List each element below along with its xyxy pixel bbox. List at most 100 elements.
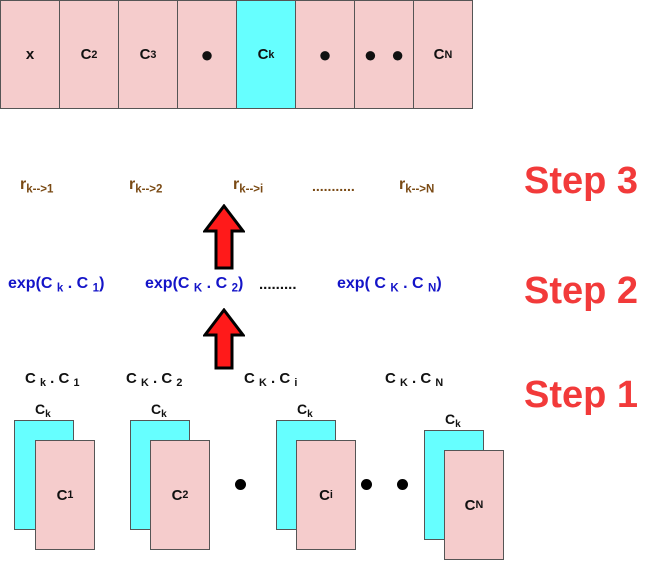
product-sub-b: i	[294, 377, 298, 390]
product-sub-b: 2	[176, 377, 183, 390]
card-back-label: Ck	[297, 401, 313, 420]
product-sub-a: k	[40, 377, 47, 390]
card-front-main: C	[171, 486, 183, 504]
product-sub-b: N	[435, 377, 444, 390]
product-mid: . C	[266, 370, 295, 387]
exp-prefix: exp( C	[337, 275, 391, 292]
card-front-main: C	[464, 496, 476, 514]
cell-subscript: k	[268, 48, 275, 61]
dot-icon: ●	[363, 41, 377, 67]
cell-cn: C N	[413, 0, 473, 109]
cell-label: C	[433, 46, 445, 63]
product-mid: . C	[407, 370, 436, 387]
cell-label: C	[139, 46, 151, 63]
card-front-sub: i	[329, 489, 333, 501]
exp-sub-a: K	[193, 282, 203, 295]
product-sub-a: K	[259, 377, 267, 390]
product-sub-b: 1	[73, 377, 80, 390]
r-symbol: r	[129, 176, 136, 193]
cell-dot: ●	[177, 0, 237, 109]
step3-label: Step 3	[524, 160, 639, 202]
card-back-main: C	[445, 411, 456, 427]
exp-k1: exp(C k . C 1)	[8, 275, 104, 294]
card-front-main: C	[319, 486, 330, 504]
product-kn: C K . C N	[385, 370, 443, 389]
up-arrow-icon	[203, 204, 245, 270]
r-symbol: r	[399, 176, 406, 193]
r-k2: rk-->2	[129, 176, 162, 195]
card-back-label: Ck	[35, 401, 51, 420]
product-k2: C K . C 2	[126, 370, 182, 389]
product-sub-a: K	[400, 377, 408, 390]
product-mid: . C	[148, 370, 177, 387]
exp-prefix: exp(C	[145, 275, 194, 292]
exp-kn: exp( C K . C N)	[337, 275, 442, 294]
card-back-sub: k	[307, 409, 313, 421]
exp-sub-b: 2	[231, 282, 238, 295]
exp-sub-a: K	[390, 282, 399, 295]
cell-label: C	[257, 46, 269, 63]
cell-dot: ●	[295, 0, 355, 109]
exp-sub-b: N	[428, 282, 437, 295]
dot-icon	[235, 479, 246, 490]
exp-k2: exp(C K . C 2)	[145, 275, 243, 294]
product-prefix: C	[385, 370, 400, 387]
cell-x: x	[0, 0, 60, 109]
card-front-ci: C i	[296, 440, 356, 550]
exp-suffix: )	[99, 275, 105, 292]
cell-subscript: 2	[91, 48, 98, 61]
r-subscript: k-->2	[135, 183, 163, 196]
exp-mid: . C	[63, 275, 93, 292]
dot-icon	[397, 479, 408, 490]
product-prefix: C	[126, 370, 141, 387]
r-ki: rk-->i	[233, 176, 263, 195]
cell-label: C	[80, 46, 92, 63]
cell-subscript: 3	[150, 48, 157, 61]
product-k1: C k . C 1	[25, 370, 80, 389]
exp-sub-a: k	[56, 282, 64, 295]
card-front-sub: 1	[67, 489, 74, 501]
card-back-main: C	[151, 401, 162, 417]
step2-label: Step 2	[524, 270, 639, 312]
dot-icon: ●	[200, 41, 214, 67]
card-front-sub: 2	[182, 489, 189, 501]
r-k1: rk-->1	[20, 176, 53, 195]
r-subscript: k-->i	[239, 183, 264, 196]
card-back-main: C	[35, 401, 46, 417]
product-prefix: C	[25, 370, 40, 387]
card-back-main: C	[297, 401, 308, 417]
r-kn: rk-->N	[399, 176, 434, 195]
card-front-sub: N	[475, 499, 484, 511]
card-back-label: Ck	[445, 411, 461, 430]
product-prefix: C	[244, 370, 259, 387]
cell-subscript: N	[444, 48, 453, 61]
product-sub-a: K	[141, 377, 149, 390]
card-back-sub: k	[161, 409, 167, 421]
r-subscript: k-->N	[405, 183, 435, 196]
dot-icon: ●	[391, 41, 405, 67]
exp-mid: . C	[398, 275, 429, 292]
cell-label: x	[25, 46, 35, 63]
exp-sub-b: 1	[92, 282, 100, 295]
r-ellipsis: ...........	[312, 178, 355, 194]
exp-prefix: exp(C	[8, 275, 57, 292]
step1-label: Step 1	[524, 374, 639, 416]
dot-icon	[361, 479, 372, 490]
up-arrow-icon	[203, 308, 245, 370]
product-mid: . C	[46, 370, 74, 387]
card-back-sub: k	[45, 409, 51, 421]
dot-icon: ●	[318, 41, 332, 67]
exp-suffix: )	[436, 275, 442, 292]
card-back-label: Ck	[151, 401, 167, 420]
r-subscript: k-->1	[26, 183, 54, 196]
r-symbol: r	[20, 176, 27, 193]
card-back-sub: k	[455, 419, 461, 431]
exp-mid: . C	[202, 275, 232, 292]
card-front-cn: C N	[444, 450, 504, 560]
r-symbol: r	[233, 176, 240, 193]
exp-suffix: )	[237, 275, 244, 292]
